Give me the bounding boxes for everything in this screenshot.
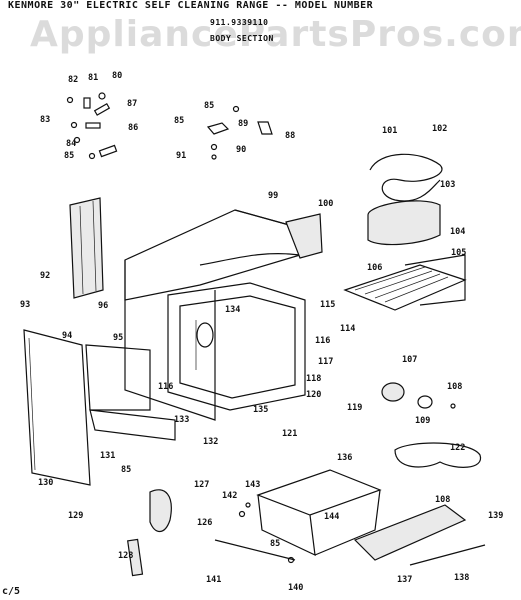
part-number-85: 85 xyxy=(174,116,184,126)
part-number-141: 141 xyxy=(206,575,221,585)
part-number-105: 105 xyxy=(451,248,466,258)
part-number-121: 121 xyxy=(282,429,297,439)
part-number-85: 85 xyxy=(204,101,214,111)
part-number-81: 81 xyxy=(88,73,98,83)
part-number-109: 109 xyxy=(415,416,430,426)
corner-mark: c/5 xyxy=(2,586,21,597)
part-number-140: 140 xyxy=(288,583,303,593)
part-number-94: 94 xyxy=(62,331,72,341)
part-number-82: 82 xyxy=(68,75,78,85)
part-number-118: 118 xyxy=(306,374,321,384)
part-number-85: 85 xyxy=(121,465,131,475)
part-number-122: 122 xyxy=(450,443,465,453)
part-number-128: 128 xyxy=(118,551,133,561)
part-number-136: 136 xyxy=(337,453,352,463)
part-number-116: 116 xyxy=(315,336,330,346)
lower-hardware xyxy=(127,489,296,577)
part-number-84: 84 xyxy=(66,139,76,149)
part-number-104: 104 xyxy=(450,227,465,237)
controls-and-broil-element xyxy=(381,382,481,468)
model-number: 911.9339110 xyxy=(210,18,269,27)
part-number-87: 87 xyxy=(127,99,137,109)
part-number-108: 108 xyxy=(435,495,450,505)
part-number-86: 86 xyxy=(128,123,138,133)
storage-drawer xyxy=(256,469,486,566)
part-number-80: 80 xyxy=(112,71,122,81)
part-number-129: 129 xyxy=(68,511,83,521)
part-number-120: 120 xyxy=(306,390,321,400)
part-number-117: 117 xyxy=(318,357,333,367)
part-number-142: 142 xyxy=(222,491,237,501)
part-number-131: 131 xyxy=(100,451,115,461)
part-number-101: 101 xyxy=(382,126,397,136)
part-number-103: 103 xyxy=(440,180,455,190)
part-number-114: 114 xyxy=(340,324,355,334)
bake-broil-elements xyxy=(343,153,467,311)
oven-door-panel xyxy=(23,329,176,486)
part-number-119: 119 xyxy=(347,403,362,413)
part-number-108: 108 xyxy=(447,382,462,392)
part-number-130: 130 xyxy=(38,478,53,488)
diagram-title: KENMORE 30" ELECTRIC SELF CLEANING RANGE… xyxy=(8,0,374,11)
range-body-cabinet xyxy=(124,209,323,421)
small-hardware-center xyxy=(206,105,273,160)
oven-liner xyxy=(167,282,306,411)
part-number-90: 90 xyxy=(236,145,246,155)
part-number-137: 137 xyxy=(397,575,412,585)
part-number-88: 88 xyxy=(285,131,295,141)
part-number-116: 116 xyxy=(158,382,173,392)
part-number-144: 144 xyxy=(324,512,339,522)
part-number-95: 95 xyxy=(113,333,123,343)
part-number-132: 132 xyxy=(203,437,218,447)
part-number-139: 139 xyxy=(488,511,503,521)
small-hardware-left xyxy=(66,92,118,160)
part-number-138: 138 xyxy=(454,573,469,583)
part-number-99: 99 xyxy=(268,191,278,201)
part-number-133: 133 xyxy=(174,415,189,425)
part-labels: 80 81 82 83 84 85 86 87 85 89 85 88 91 90 99 100 101 102 1… xyxy=(20,71,503,593)
part-number-134: 134 xyxy=(225,305,240,315)
left-side-trim-panel xyxy=(69,197,104,299)
part-number-143: 143 xyxy=(245,480,260,490)
part-number-93: 93 xyxy=(20,300,30,310)
part-number-92: 92 xyxy=(40,271,50,281)
part-number-85: 85 xyxy=(270,539,280,549)
part-number-100: 100 xyxy=(318,199,333,209)
part-number-126: 126 xyxy=(197,518,212,528)
section-label: BODY SECTION xyxy=(210,34,274,43)
part-number-89: 89 xyxy=(238,119,248,129)
part-number-96: 96 xyxy=(98,301,108,311)
part-number-91: 91 xyxy=(176,151,186,161)
part-number-135: 135 xyxy=(253,405,268,415)
part-number-107: 107 xyxy=(402,355,417,365)
part-number-102: 102 xyxy=(432,124,447,134)
part-number-83: 83 xyxy=(40,115,50,125)
part-number-127: 127 xyxy=(194,480,209,490)
part-number-115: 115 xyxy=(320,300,335,310)
part-number-85: 85 xyxy=(64,151,74,161)
part-number-106: 106 xyxy=(367,263,382,273)
